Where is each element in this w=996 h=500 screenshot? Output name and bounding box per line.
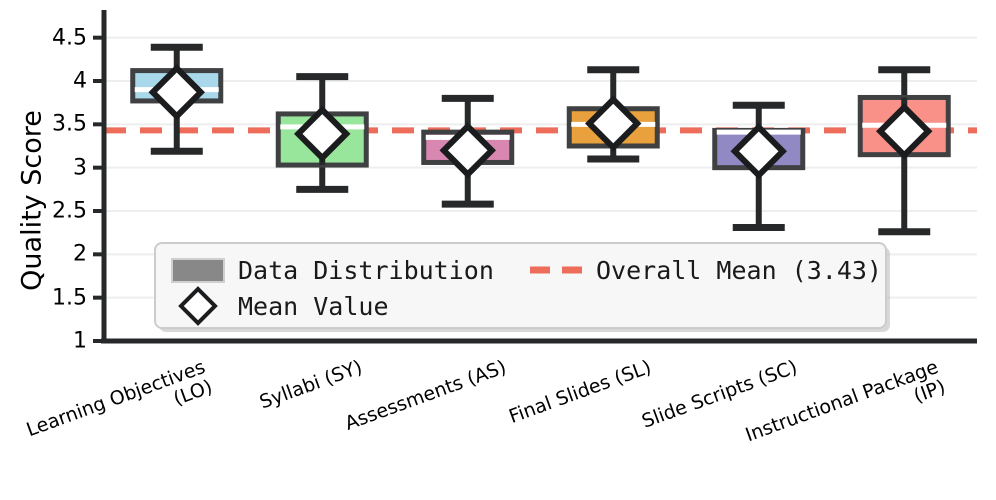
box-plot-ip: [857, 66, 951, 236]
y-tick-label: 2: [73, 241, 87, 267]
legend-swatch-data-distribution: [171, 258, 225, 283]
y-tick-label: 1.5: [52, 285, 87, 311]
y-tick-label: 4: [73, 68, 87, 94]
legend-swatch-mean-value: [178, 286, 218, 326]
plot-canvas: Data Distribution Overall Mean (3.43) Mean…: [93, 10, 977, 344]
legend-entry-data-distribution: Data Distribution: [171, 256, 494, 285]
legend: [154, 242, 890, 332]
box-plot-lo: [130, 43, 224, 155]
y-tick-label: 4.5: [52, 25, 87, 51]
y-tick-label: 3: [73, 155, 87, 181]
y-tick-label: 1: [73, 328, 87, 354]
box-plot-as: [421, 94, 515, 208]
box-plot-sc: [712, 101, 806, 231]
y-tick-label: 3.5: [52, 111, 87, 137]
legend-label-mean-value: Mean Value: [238, 292, 389, 321]
y-tick-label: 2.5: [52, 198, 87, 224]
legend-label-overall-mean: Overall Mean (3.43): [596, 256, 882, 285]
legend-entry-overall-mean: Overall Mean (3.43): [530, 256, 882, 285]
box-plot-sl: [566, 66, 660, 163]
axis-spines: [93, 10, 977, 344]
box-plot-sy: [275, 73, 369, 193]
legend-label-data-distribution: Data Distribution: [238, 256, 494, 285]
legend-entry-mean-value: Mean Value: [178, 286, 389, 326]
